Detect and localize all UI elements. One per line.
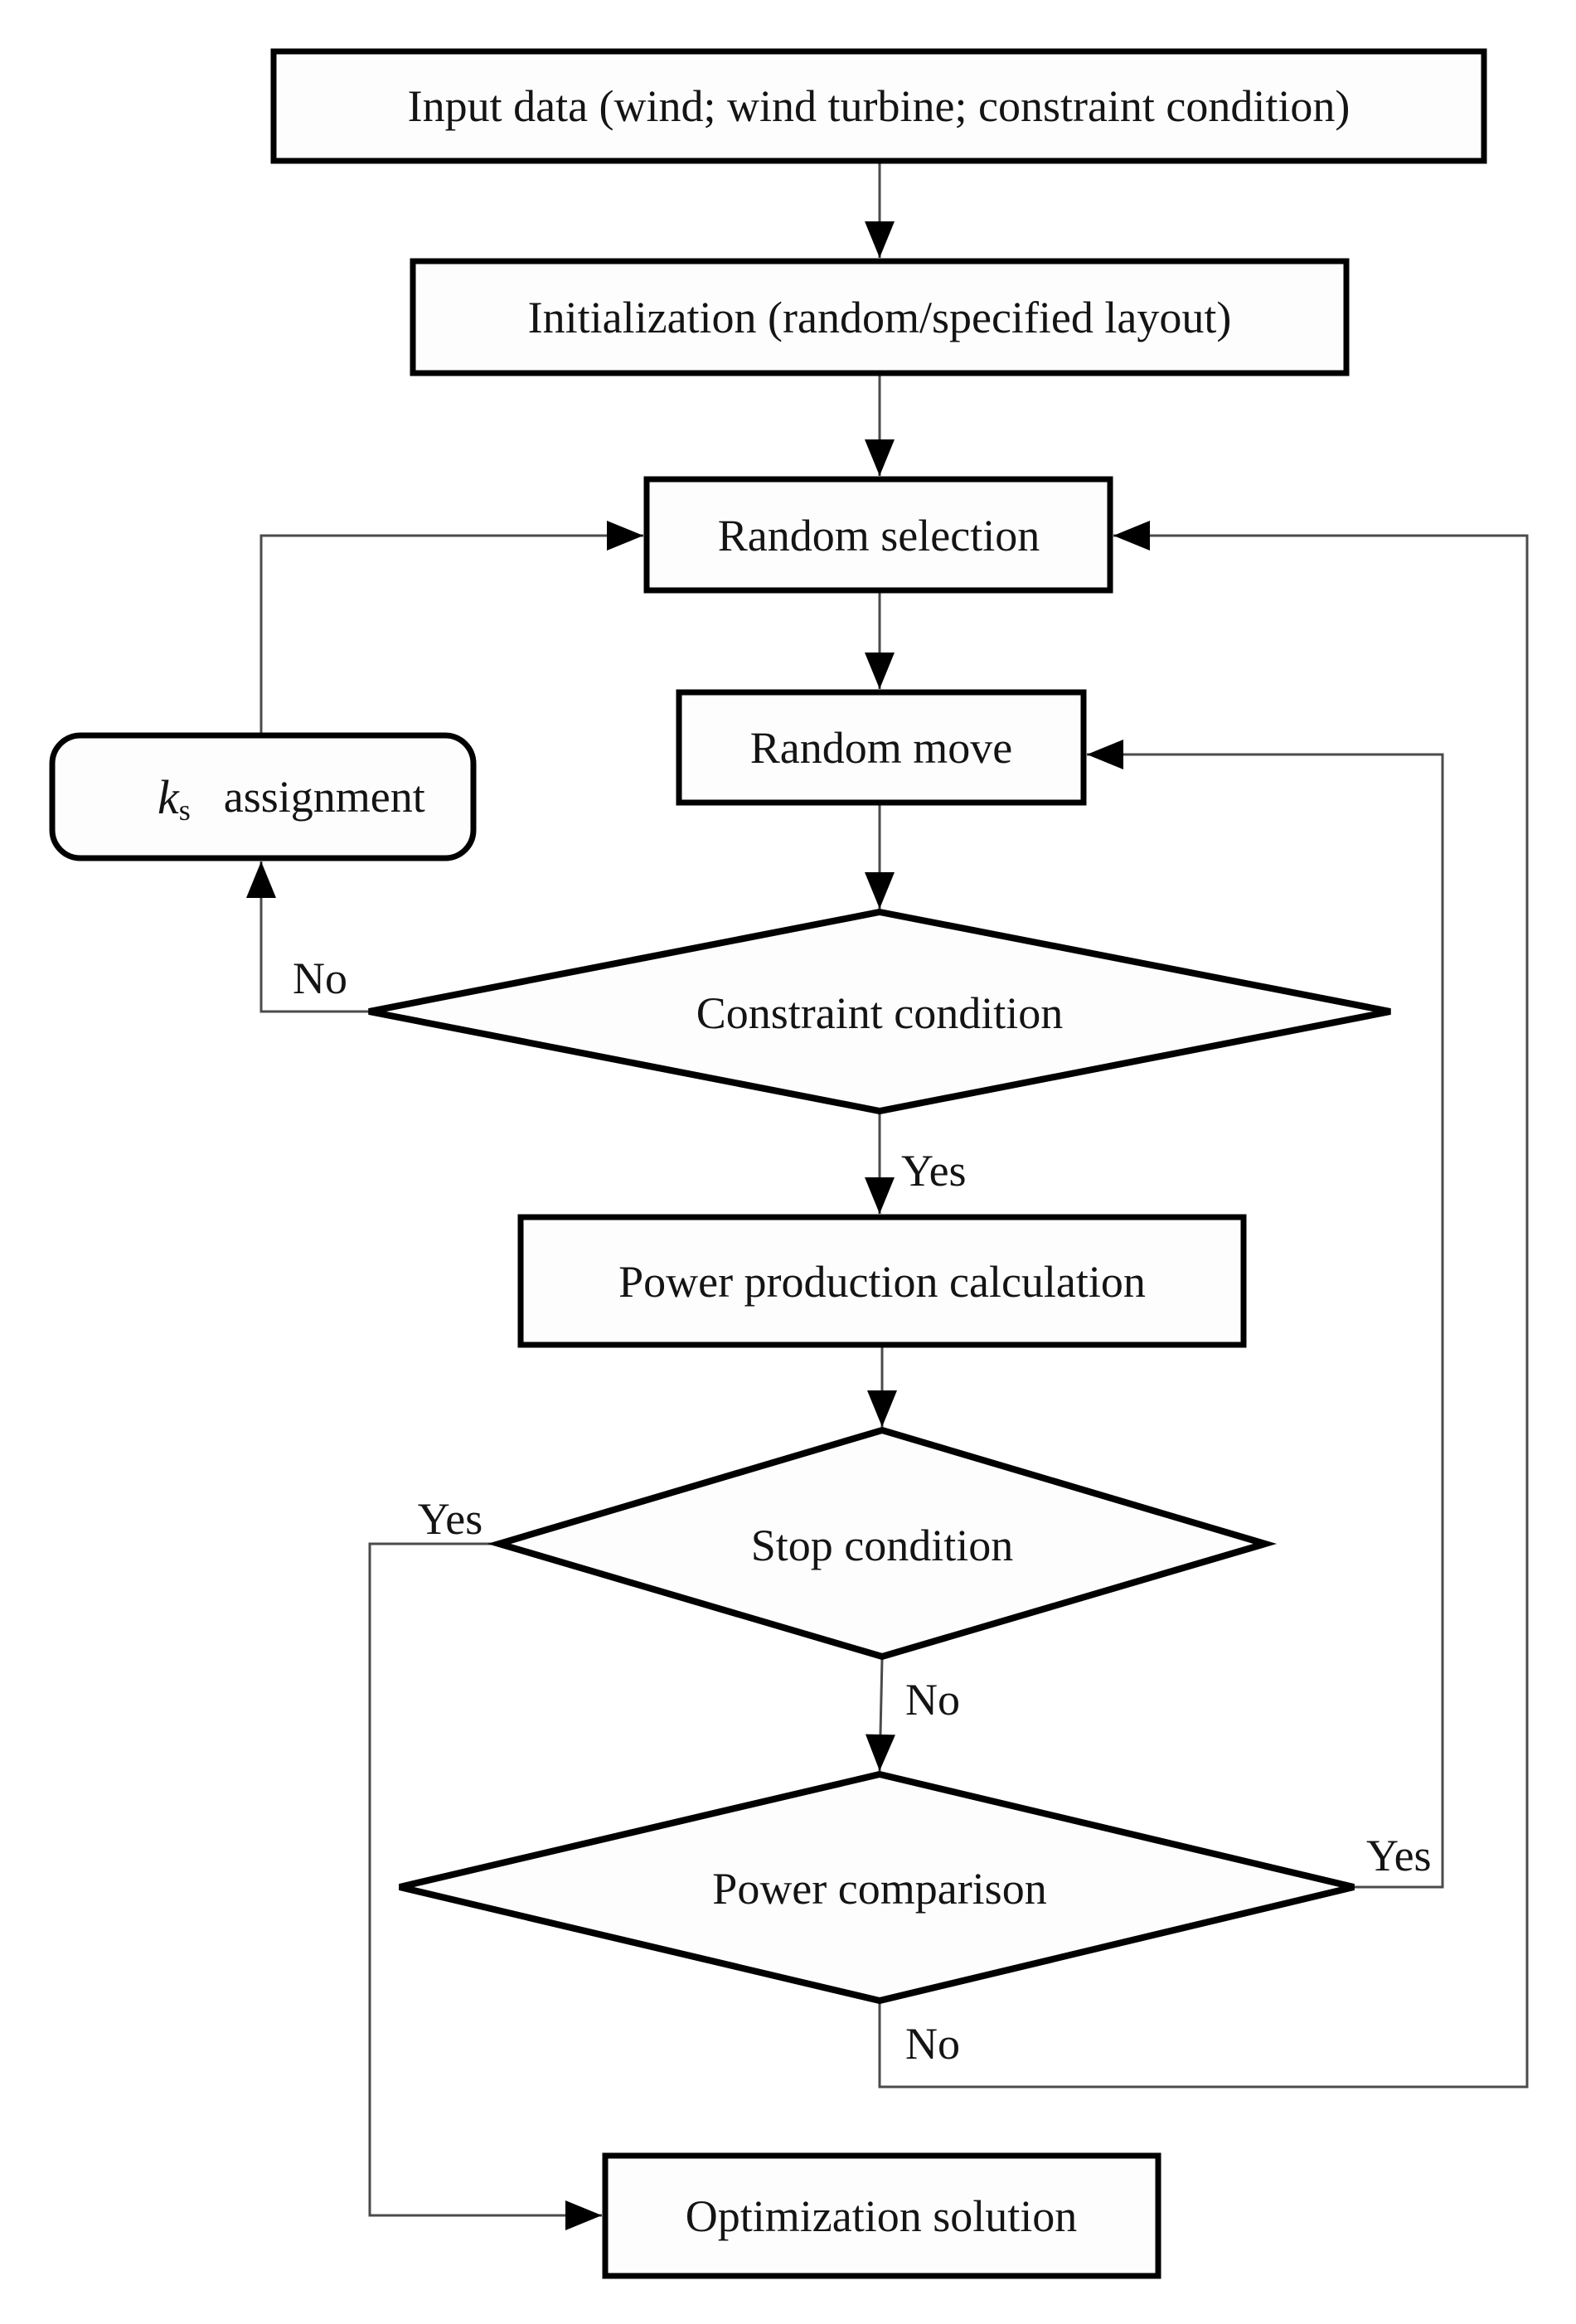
power-comparison-label: Power comparison — [712, 1864, 1046, 1914]
edge-stop-yes-to-optimization — [368, 1542, 602, 2230]
input-data-box — [270, 48, 1487, 164]
optimization-solution-label: Optimization solution — [686, 2191, 1077, 2241]
random-move-box — [676, 689, 1087, 806]
node-random-move: Random move — [676, 689, 1087, 806]
node-random-selection: Random selection — [643, 476, 1113, 594]
comparison-yes-label: Yes — [1366, 1831, 1432, 1880]
edge-labels: No Yes Yes No Yes No — [293, 953, 1432, 2069]
ks-variable: k — [158, 770, 180, 824]
edges — [246, 161, 1529, 2230]
power-comparison-diamond — [399, 1770, 1355, 2005]
stop-condition-diamond — [487, 1426, 1278, 1661]
edge-comparison-no-to-random-selection — [878, 521, 1529, 2089]
edge-constraint-no-to-ks-assignment — [246, 861, 369, 1013]
constraint-yes-label: Yes — [901, 1146, 967, 1196]
node-optimization-solution: Optimization solution — [602, 2152, 1161, 2279]
node-stop-condition: Stop condition — [487, 1426, 1278, 1661]
stop-yes-label: Yes — [418, 1494, 483, 1544]
random-selection-label: Random selection — [718, 511, 1040, 560]
ks-rest: assignment — [224, 772, 425, 822]
initialization-label: Initialization (random/specified layout) — [528, 293, 1232, 342]
constraint-no-label: No — [293, 953, 347, 1003]
node-initialization: Initialization (random/specified layout) — [410, 258, 1350, 376]
random-selection-box — [643, 476, 1113, 594]
node-ks-assignment: ks assignment — [49, 732, 477, 861]
comparison-no-label: No — [905, 2019, 960, 2069]
random-move-label: Random move — [750, 723, 1012, 773]
stop-condition-label: Stop condition — [751, 1521, 1014, 1570]
initialization-box — [410, 258, 1350, 376]
edge-ks-assignment-to-random-selection — [259, 521, 643, 734]
constraint-condition-diamond — [368, 908, 1391, 1115]
edge-comparison-yes-to-random-move — [1087, 740, 1444, 1889]
power-production-box — [517, 1214, 1247, 1348]
stop-no-label: No — [905, 1675, 960, 1725]
node-constraint-condition: Constraint condition — [368, 908, 1391, 1115]
optimization-solution-box — [602, 2152, 1161, 2279]
node-power-production-calculation: Power production calculation — [517, 1214, 1247, 1348]
power-production-label: Power production calculation — [618, 1257, 1146, 1307]
node-power-comparison: Power comparison — [399, 1770, 1355, 2005]
ks-subscript: s — [179, 793, 191, 827]
input-data-label: Input data (wind; wind turbine; constrai… — [408, 81, 1351, 131]
ks-assignment-label: ks assignment — [158, 770, 425, 827]
constraint-condition-label: Constraint condition — [696, 988, 1063, 1038]
node-input-data: Input data (wind; wind turbine; constrai… — [270, 48, 1487, 164]
ks-assignment-box — [49, 732, 477, 861]
edge-stop-no-to-power-comparison — [865, 1657, 895, 1772]
